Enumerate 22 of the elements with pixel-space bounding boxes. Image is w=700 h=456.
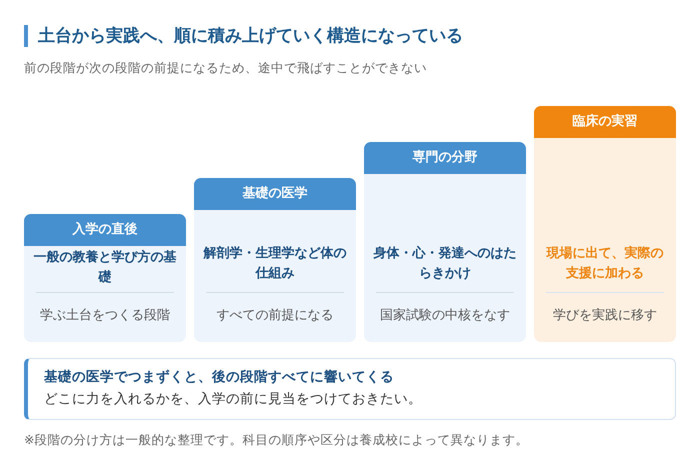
heading: 土台から実践へ、順に積み上げていく構造になっている — [24, 25, 463, 47]
step-note: 国家試験の中核をなす — [379, 307, 511, 324]
step-description: 一般の教養と学び方の基礎 — [32, 248, 178, 287]
step-header: 専門の分野 — [364, 142, 526, 174]
step-note: すべての前提になる — [216, 307, 334, 324]
step-note: 学ぶ土台をつくる段階 — [39, 307, 171, 324]
step-card — [534, 106, 676, 342]
step-note: 学びを実践に移す — [552, 307, 658, 324]
step-header: 入学の直後 — [24, 214, 186, 246]
step-description: 現場に出て、実際の支援に加わる — [545, 244, 664, 283]
step-card — [194, 178, 356, 342]
step-description: 解剖学・生理学など体の仕組み — [202, 244, 348, 283]
step-card — [24, 214, 186, 342]
step-header: 基礎の医学 — [194, 178, 356, 210]
callout-box — [24, 358, 676, 420]
step-header: 臨床の実習 — [534, 106, 676, 138]
callout-heading: 基礎の医学でつまずくと、後の段階すべてに響いてくる — [44, 368, 394, 386]
subtitle: 前の段階が次の段階の前提になるため、途中で飛ばすことができない — [24, 60, 427, 77]
footnote: ※段階の分け方は一般的な整理です。科目の順序や区分は養成校によって異なります。 — [24, 432, 528, 449]
step-card — [364, 142, 526, 342]
callout-text: どこに力を入れるかを、入学の前に見当をつけておきたい。 — [44, 390, 422, 408]
step-description: 身体・心・発達へのはたらきかけ — [372, 244, 518, 283]
